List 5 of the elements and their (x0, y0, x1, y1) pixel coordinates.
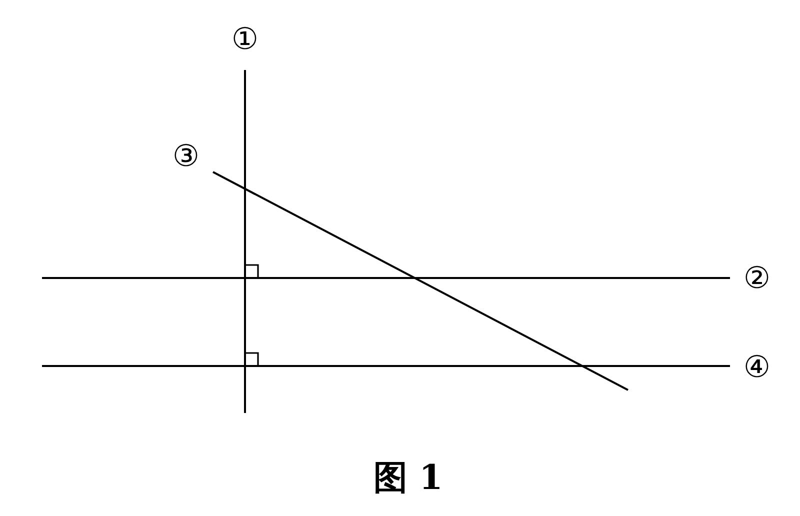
figure-caption: 图 1 (373, 461, 443, 495)
line-label: ③ (172, 142, 200, 172)
line-label: ② (744, 264, 770, 294)
line-label: ① (232, 25, 258, 55)
line-label: ④ (744, 353, 770, 383)
